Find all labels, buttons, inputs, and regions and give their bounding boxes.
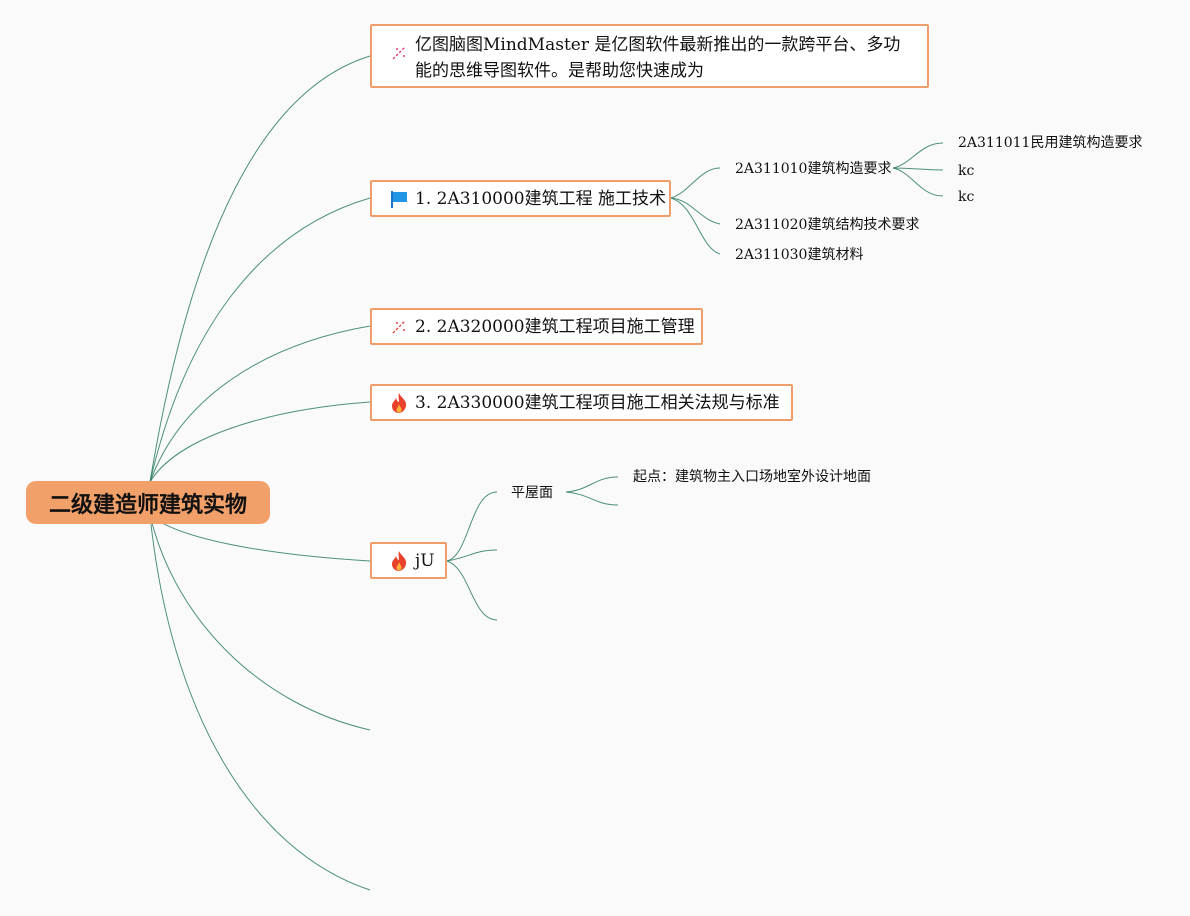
topic-project-management-label: 2. 2A320000建筑工程项目施工管理 xyxy=(415,316,695,337)
connector-root-empty-1 xyxy=(149,514,371,731)
topic-regulations[interactable]: 3. 2A330000建筑工程项目施工相关法规与标准 xyxy=(370,384,793,421)
subtopic-flat-roof[interactable]: 平屋面 xyxy=(511,485,553,501)
topic-intro[interactable]: 亿图脑图MindMaster 是亿图软件最新推出的一款跨平台、多功能的思维导图软… xyxy=(370,24,929,88)
subtopic-kc-1[interactable]: kc xyxy=(958,163,975,179)
subtopic-kc-2[interactable]: kc xyxy=(958,189,975,205)
connector-req-sub-2 xyxy=(892,167,944,197)
connector-root-topic-3 xyxy=(149,401,371,483)
topic-project-management[interactable]: 2. 2A320000建筑工程项目施工管理 xyxy=(370,308,703,345)
sparkle-icon xyxy=(388,316,410,338)
fire-icon xyxy=(388,550,410,572)
root-topic[interactable]: 二级建造师建筑实物 xyxy=(26,481,270,524)
connector-req-sub-1 xyxy=(892,167,944,171)
connector-ju-sub-0 xyxy=(446,491,498,562)
topic-ju[interactable]: jU xyxy=(370,542,447,579)
connector-tech-sub-1 xyxy=(670,197,721,225)
root-topic-label: 二级建造师建筑实物 xyxy=(48,492,247,518)
topic-regulations-label: 3. 2A330000建筑工程项目施工相关法规与标准 xyxy=(415,392,780,413)
connector-tech-sub-0 xyxy=(670,167,721,199)
subtopic-structural-tech[interactable]: 2A311020建筑结构技术要求 xyxy=(735,217,920,233)
sparkle-icon xyxy=(388,42,410,64)
topic-construction-tech[interactable]: 1. 2A310000建筑工程 施工技术 xyxy=(370,180,671,217)
connector-ju-sub-1 xyxy=(446,549,498,562)
connector-req-sub-0 xyxy=(892,142,944,169)
subtopic-building-materials[interactable]: 2A311030建筑材料 xyxy=(735,247,864,263)
connector-tech-sub-2 xyxy=(670,197,721,255)
flag-icon xyxy=(388,188,410,210)
connector-root-topic-1 xyxy=(149,197,371,483)
topic-ju-label: jU xyxy=(415,550,435,571)
connector-ju-sub-2 xyxy=(446,560,498,621)
subtopic-structure-requirements[interactable]: 2A311010建筑构造要求 xyxy=(735,161,892,177)
topic-construction-tech-label: 1. 2A310000建筑工程 施工技术 xyxy=(415,188,667,209)
connector-root-empty-2 xyxy=(149,514,371,891)
connector-roof-sub-1 xyxy=(565,491,619,506)
fire-icon xyxy=(388,392,410,414)
subtopic-civil-building[interactable]: 2A311011民用建筑构造要求 xyxy=(958,135,1143,151)
connector-root-topic-0 xyxy=(149,55,371,483)
connector-roof-sub-0 xyxy=(565,476,619,493)
subtopic-start-point[interactable]: 起点：建筑物主入口场地室外设计地面 xyxy=(633,469,871,485)
topic-intro-label: 亿图脑图MindMaster 是亿图软件最新推出的一款跨平台、多功能的思维导图软… xyxy=(415,35,901,81)
connector-root-topic-2 xyxy=(149,325,371,483)
